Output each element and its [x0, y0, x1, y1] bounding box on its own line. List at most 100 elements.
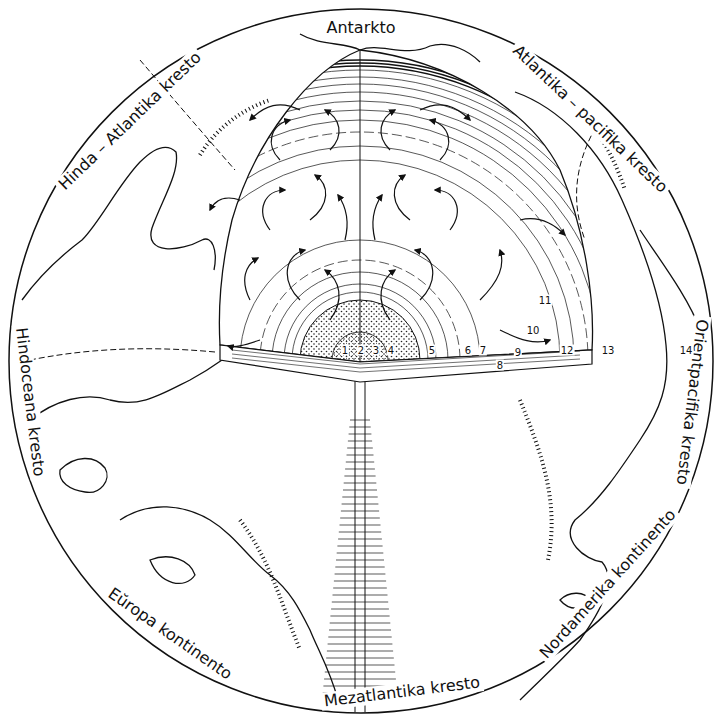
- cutaway-wedge: [219, 50, 592, 362]
- callout-number: 3: [372, 345, 380, 356]
- convection-arrow: [435, 190, 457, 230]
- hatch-line: [324, 679, 396, 680]
- callout-number: 2: [357, 345, 365, 356]
- hatch-line: [337, 546, 382, 547]
- island-coast: [60, 458, 107, 492]
- ridge-hatching: [322, 420, 398, 700]
- hatch-line: [330, 616, 389, 617]
- callout-number: 14: [679, 345, 694, 356]
- hatch-line: [349, 434, 372, 435]
- hatch-line: [326, 665, 395, 666]
- convection-arrow: [228, 340, 260, 347]
- callout-number: 11: [538, 295, 553, 306]
- hatch-line: [350, 420, 370, 421]
- hatch-line: [347, 455, 374, 456]
- hatch-line: [348, 441, 372, 442]
- island-coast: [150, 557, 195, 584]
- hatch-line: [342, 497, 377, 498]
- hatch-line: [338, 539, 382, 540]
- hatch-line: [332, 602, 388, 603]
- hatch-line: [329, 630, 391, 631]
- asia-coast: [22, 147, 215, 300]
- convection-arrow: [325, 270, 339, 320]
- hatch-line: [337, 553, 384, 554]
- hatch-line: [339, 532, 381, 533]
- hatch-line: [327, 651, 393, 652]
- callout-number: 10: [526, 325, 541, 336]
- callout-number: 7: [479, 345, 487, 356]
- region-label: Orientpacifika kresto: [672, 315, 711, 489]
- convection-arrow: [381, 270, 395, 320]
- region-label: Antarkto: [323, 19, 398, 37]
- hatch-line: [347, 448, 373, 449]
- callout-number: 5: [428, 345, 436, 356]
- convection-arrow: [245, 258, 258, 300]
- hatch-line: [349, 427, 370, 428]
- convection-arrow: [381, 110, 395, 150]
- region-label: Eŭropa kontinento: [102, 583, 238, 685]
- africa-coast: [30, 360, 222, 420]
- convection-arrow: [287, 250, 305, 300]
- callout-number: 12: [560, 345, 575, 356]
- hatch-line: [330, 623, 391, 624]
- convection-arrow: [210, 198, 240, 210]
- convection-arrows: [210, 105, 565, 347]
- convection-arrow: [325, 110, 339, 150]
- hatch-line: [335, 567, 384, 568]
- convection-arrow: [430, 120, 449, 160]
- hatch-line: [341, 511, 379, 512]
- convection-arrow: [394, 175, 410, 220]
- convection-arrow: [271, 120, 290, 160]
- hatch-line: [334, 581, 386, 582]
- convection-arrow: [263, 190, 285, 230]
- callout-number: 8: [496, 360, 504, 371]
- trench-line: [200, 100, 270, 155]
- convection-arrow: [373, 195, 382, 240]
- equator-slab: [220, 345, 592, 382]
- slab-line: [232, 358, 580, 372]
- region-label: Atlantika – pacifika kresto: [507, 40, 673, 199]
- hatch-line: [328, 644, 393, 645]
- callout-number: 6: [464, 345, 472, 356]
- region-label: Mezatlantika kresto: [320, 673, 484, 711]
- hatch-line: [326, 658, 394, 659]
- slab-lines: [232, 350, 580, 372]
- region-label: Nordamerika kontinento: [535, 504, 682, 665]
- hatch-line: [335, 574, 386, 575]
- hatch-line: [325, 672, 395, 673]
- hatch-line: [328, 637, 391, 638]
- convection-arrow: [338, 195, 347, 240]
- callout-number: 9: [514, 347, 522, 358]
- convection-arrow: [310, 175, 326, 220]
- region-label: Hinda – Atlantika kresto: [53, 47, 207, 196]
- hatch-line: [346, 462, 374, 463]
- hatch-line: [343, 490, 377, 491]
- continents: [22, 34, 700, 700]
- convection-arrow: [520, 219, 565, 235]
- hatch-line: [333, 588, 387, 589]
- convection-arrow: [420, 105, 470, 120]
- hatch-line: [336, 560, 384, 561]
- region-label: Hindoceana kresto: [12, 323, 49, 480]
- callout-number: 1: [341, 345, 349, 356]
- hatch-line: [331, 609, 389, 610]
- hatch-line: [340, 518, 380, 519]
- hatch-line: [345, 469, 375, 470]
- hatch-line: [342, 504, 379, 505]
- trench-line: [240, 520, 300, 650]
- convection-arrow: [480, 250, 502, 300]
- hatch-line: [344, 476, 375, 477]
- hatch-line: [340, 525, 381, 526]
- callout-number: 13: [601, 345, 616, 356]
- convection-arrow: [415, 250, 433, 300]
- hatch-line: [344, 483, 377, 484]
- slab-line: [232, 354, 580, 368]
- hatch-line: [333, 595, 388, 596]
- callout-number: 4: [387, 345, 395, 356]
- convection-arrow: [250, 105, 300, 120]
- ridge-line: [30, 349, 215, 360]
- island-coast: [640, 230, 700, 330]
